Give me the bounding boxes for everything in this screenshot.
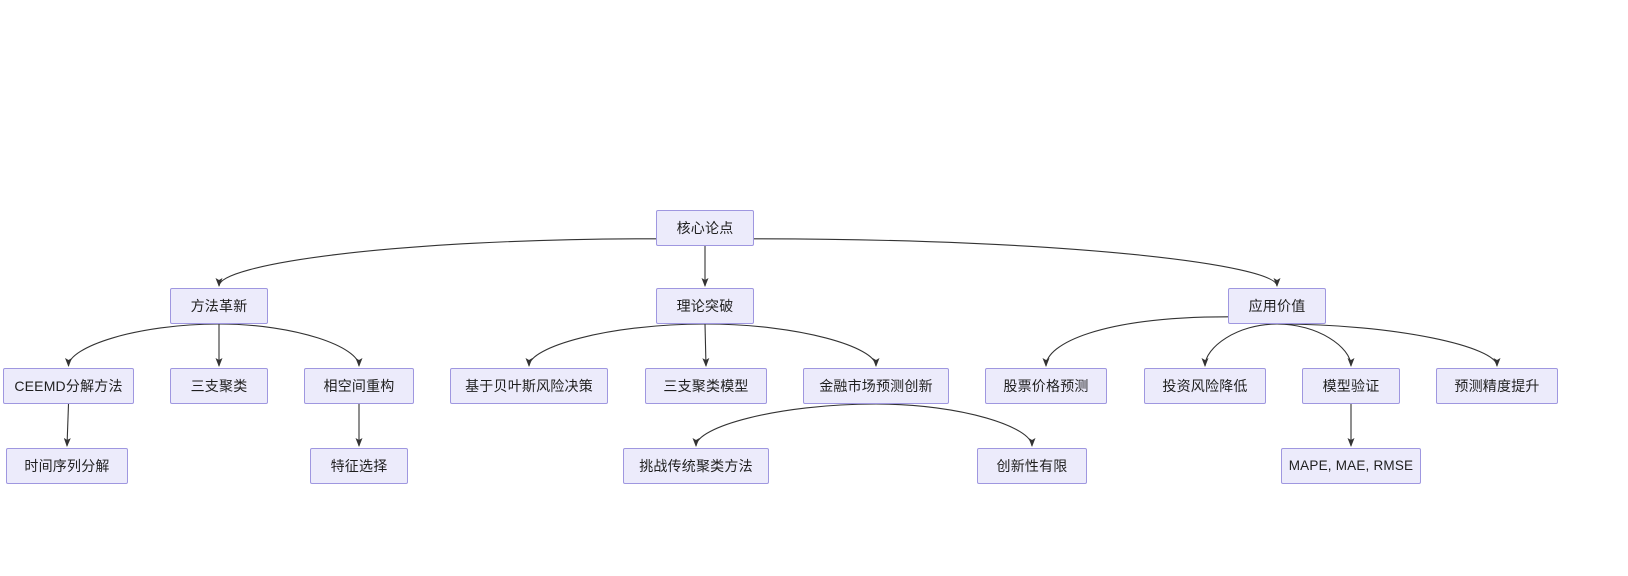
node-n3g[interactable]: 股票价格预测 bbox=[985, 368, 1107, 404]
node-n4b[interactable]: 特征选择 bbox=[310, 448, 408, 484]
node-n3e[interactable]: 三支聚类模型 bbox=[645, 368, 767, 404]
node-label: CEEMD分解方法 bbox=[14, 378, 123, 394]
edges bbox=[63, 238, 1501, 447]
edge-n2a-to-n3c bbox=[218, 323, 363, 367]
node-n4c[interactable]: 挑战传统聚类方法 bbox=[623, 448, 769, 484]
edge-n2b-to-n3d bbox=[525, 323, 706, 367]
node-label: 三支聚类 bbox=[190, 378, 248, 394]
edge-n2c-to-n3i bbox=[1276, 323, 1355, 367]
edge-root-to-n2c bbox=[753, 238, 1281, 287]
edge-n2a-to-n3a bbox=[65, 323, 220, 367]
node-n3b[interactable]: 三支聚类 bbox=[170, 368, 268, 404]
node-label: 方法革新 bbox=[190, 298, 248, 314]
node-n4a[interactable]: 时间序列分解 bbox=[6, 448, 128, 484]
node-n3f[interactable]: 金融市场预测创新 bbox=[803, 368, 949, 404]
node-n2a[interactable]: 方法革新 bbox=[170, 288, 268, 324]
node-label: 特征选择 bbox=[330, 458, 388, 474]
node-label: 基于贝叶斯风险决策 bbox=[465, 378, 593, 394]
node-label: 金融市场预测创新 bbox=[819, 378, 933, 394]
node-n3a[interactable]: CEEMD分解方法 bbox=[3, 368, 134, 404]
edge-n2b-to-n3e bbox=[702, 323, 710, 367]
node-n4d[interactable]: 创新性有限 bbox=[977, 448, 1087, 484]
node-label: 挑战传统聚类方法 bbox=[639, 458, 753, 474]
edge-root-to-n2a bbox=[215, 238, 657, 287]
node-n3c[interactable]: 相空间重构 bbox=[304, 368, 414, 404]
node-label: 创新性有限 bbox=[996, 458, 1068, 474]
node-n3j[interactable]: 预测精度提升 bbox=[1436, 368, 1558, 404]
node-n3h[interactable]: 投资风险降低 bbox=[1144, 368, 1266, 404]
edge-n2b-to-n3f bbox=[704, 323, 880, 367]
edge-n2c-to-n3h bbox=[1201, 323, 1278, 367]
node-n2b[interactable]: 理论突破 bbox=[656, 288, 754, 324]
node-n3i[interactable]: 模型验证 bbox=[1302, 368, 1400, 404]
node-label: 投资风险降低 bbox=[1162, 378, 1248, 394]
node-label: 时间序列分解 bbox=[24, 458, 110, 474]
edge-n2c-to-n3g bbox=[1042, 316, 1229, 367]
node-n2c[interactable]: 应用价值 bbox=[1228, 288, 1326, 324]
node-root[interactable]: 核心论点 bbox=[656, 210, 754, 246]
edge-n3a-to-n4a bbox=[63, 403, 71, 447]
node-label: 模型验证 bbox=[1322, 378, 1380, 394]
edge-n2c-to-n3j bbox=[1276, 323, 1501, 367]
node-label: 相空间重构 bbox=[323, 378, 395, 394]
node-n4e[interactable]: MAPE, MAE, RMSE bbox=[1281, 448, 1421, 484]
node-n3d[interactable]: 基于贝叶斯风险决策 bbox=[450, 368, 608, 404]
edge-n3f-to-n4c bbox=[692, 403, 877, 447]
node-label: 预测精度提升 bbox=[1454, 378, 1540, 394]
node-label: 三支聚类模型 bbox=[663, 378, 749, 394]
node-label: 核心论点 bbox=[676, 220, 734, 236]
node-label: 股票价格预测 bbox=[1003, 378, 1089, 394]
node-label: 理论突破 bbox=[676, 298, 734, 314]
node-label: 应用价值 bbox=[1248, 298, 1306, 314]
edge-n3f-to-n4d bbox=[875, 403, 1036, 447]
node-label: MAPE, MAE, RMSE bbox=[1288, 458, 1414, 474]
